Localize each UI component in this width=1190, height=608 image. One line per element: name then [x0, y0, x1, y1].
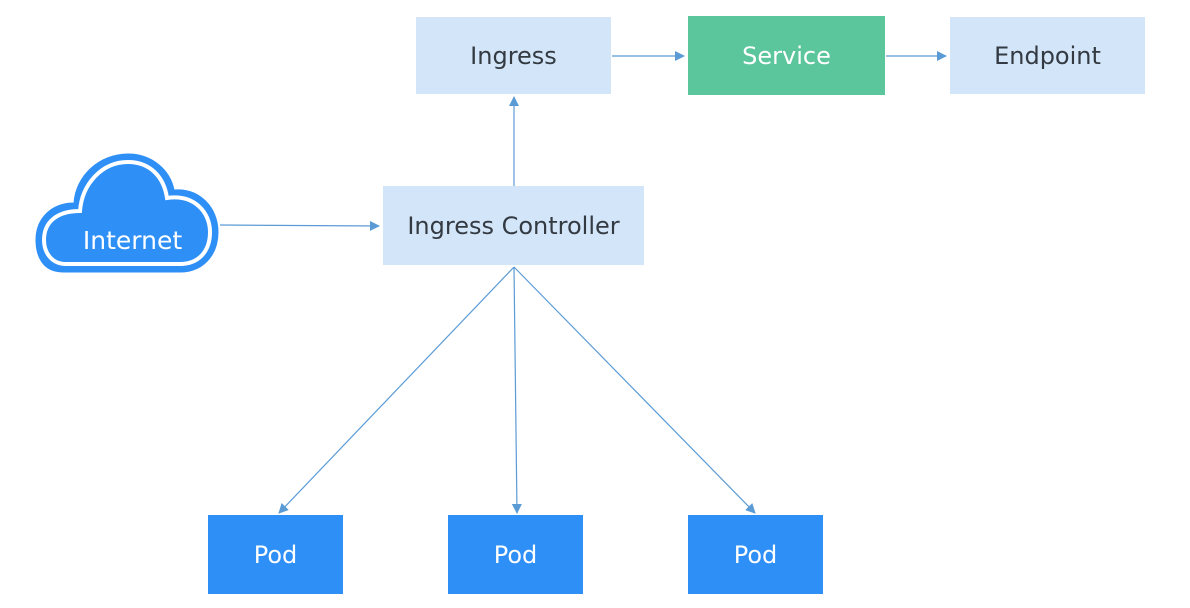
edge-internet-to-controller — [219, 220, 380, 231]
edge-controller-to-pod-2 — [511, 266, 522, 514]
service-node: Service — [688, 16, 885, 95]
ingress-label: Ingress — [470, 41, 557, 70]
service-label: Service — [742, 41, 831, 70]
endpoint-node: Endpoint — [950, 17, 1145, 94]
internet-cloud-icon — [35, 153, 219, 273]
pod-node-3: Pod — [688, 515, 823, 594]
edge-controller-to-pod-1 — [278, 266, 515, 514]
pod-node-1: Pod — [208, 515, 343, 594]
pod-label-1: Pod — [253, 540, 298, 569]
pod-label-2: Pod — [493, 540, 538, 569]
internet-label: Internet — [82, 226, 183, 255]
ingress-node: Ingress — [416, 17, 611, 94]
pod-label-3: Pod — [733, 540, 778, 569]
ingress-controller-label: Ingress Controller — [407, 211, 620, 240]
pod-node-2: Pod — [448, 515, 583, 594]
ingress-controller-node: Ingress Controller — [383, 186, 644, 265]
endpoint-label: Endpoint — [994, 41, 1101, 70]
edge-controller-to-pod-3 — [513, 266, 756, 514]
